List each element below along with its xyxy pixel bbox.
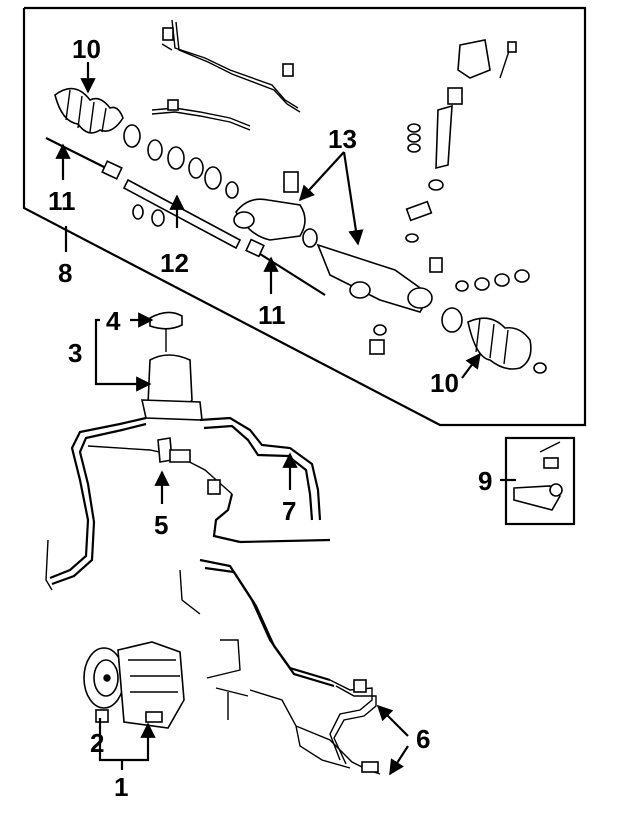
callout-4: 4 (106, 306, 121, 336)
left-boot (54, 87, 124, 134)
power-steering-pump (83, 641, 185, 729)
rack-pressure-lines (151, 19, 301, 131)
callout-6: 6 (416, 724, 430, 754)
rack-housing (233, 171, 433, 313)
callout-1: 1 (114, 772, 128, 802)
callout-8: 8 (58, 258, 72, 288)
callout-13: 13 (328, 124, 357, 154)
callout-5: 5 (154, 510, 168, 540)
callout-11-left: 11 (48, 186, 76, 216)
left-inner-tie-rod (45, 137, 123, 180)
callout-7: 7 (282, 496, 296, 526)
pinion-valve-assembly (405, 39, 517, 273)
reservoir (140, 311, 203, 421)
hoses (45, 416, 331, 591)
steering-gear-panel (22, 6, 587, 427)
pressure-lines (179, 558, 381, 775)
callout-10-left: 10 (72, 34, 101, 64)
right-seals-rings (369, 269, 530, 355)
callout-labels: 10 11 8 12 11 13 10 4 3 5 7 9 6 2 1 (48, 34, 492, 802)
leader-lines (55, 62, 516, 776)
callout-9: 9 (478, 466, 492, 496)
right-boot (441, 307, 547, 374)
rack-shaft (122, 178, 242, 250)
left-seals-rings (123, 124, 239, 199)
callout-12: 12 (160, 248, 189, 278)
right-inner-tie-rod (245, 238, 326, 296)
outer-tie-rod-end (504, 436, 576, 526)
callout-11-right: 11 (258, 300, 286, 330)
callout-10-right: 10 (430, 368, 459, 398)
callout-3: 3 (68, 338, 82, 368)
callout-2: 2 (90, 728, 104, 758)
